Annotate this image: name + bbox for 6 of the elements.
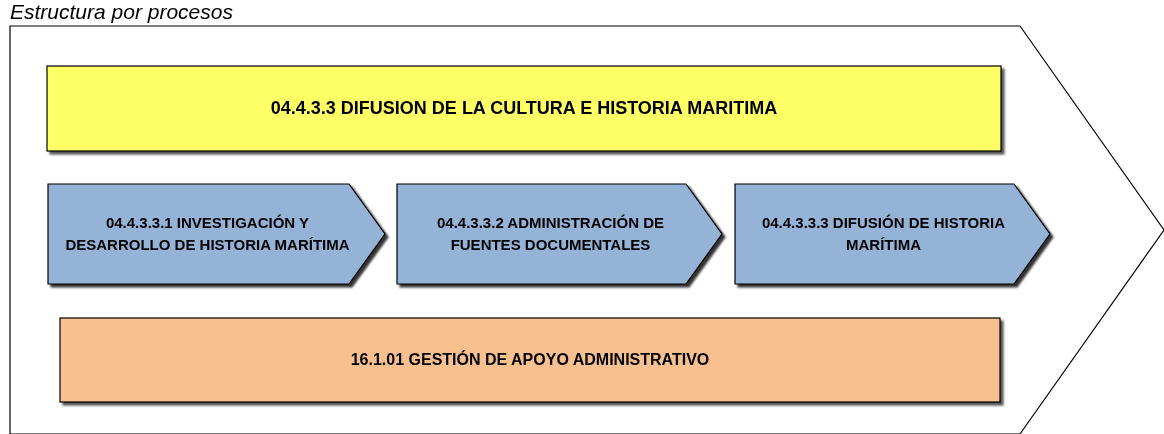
process-label: 16.1.01 GESTIÓN DE APOYO ADMINISTRATIVO — [350, 349, 710, 371]
process-label: 04.4.3.3.2 ADMINISTRACIÓN DE FUENTES DOCUMENTALES — [436, 213, 665, 255]
process-label: 04.4.3.3 DIFUSION DE LA CULTURA E HISTORIA MARITIMA — [270, 97, 778, 121]
process-label: 04.4.3.3.3 DIFUSIÓN DE HISTORIA MARÍTIMA — [760, 213, 1007, 255]
diagram-title: Estructura por procesos — [10, 0, 233, 24]
process-label: 04.4.3.3.1 INVESTIGACIÓN Y DESARROLLO DE HISTORIA MARÍTIMA — [64, 213, 351, 255]
